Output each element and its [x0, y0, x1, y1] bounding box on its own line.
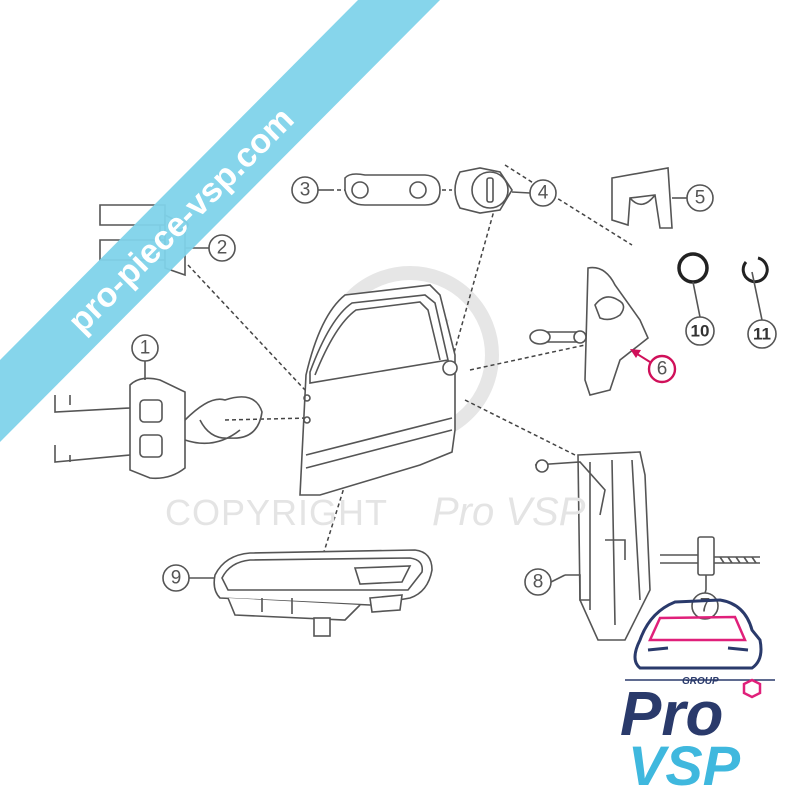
svg-text:Pro: Pro	[620, 680, 723, 749]
callout-1: 1	[131, 334, 159, 380]
svg-text:3: 3	[300, 180, 311, 201]
svg-text:VSP: VSP	[628, 734, 741, 797]
callout-5: 5	[672, 184, 714, 212]
callout-7: 7	[691, 589, 719, 620]
hexagon-nut-icon	[742, 678, 762, 699]
o-ring-part	[677, 252, 709, 284]
circlip-part	[741, 256, 769, 284]
door-check-part	[54, 377, 263, 480]
striker-bolt-part	[660, 536, 760, 590]
lock-cylinder-part	[454, 167, 513, 214]
svg-text:GROUP: GROUP	[682, 676, 719, 687]
door-panel-part	[299, 284, 458, 496]
lock-mechanism-part	[534, 451, 651, 641]
copyright-text-watermark: COPYRIGHT Pro VSP	[165, 490, 586, 534]
callout-11: 11	[747, 271, 777, 349]
svg-text:5: 5	[695, 188, 706, 209]
svg-text:COPYRIGHT: COPYRIGHT	[165, 492, 388, 533]
svg-text:2: 2	[217, 238, 228, 259]
interior-handle-part	[213, 549, 433, 637]
callout-10: 10	[685, 281, 715, 346]
callout-3: 3	[291, 176, 330, 204]
svg-text:7: 7	[700, 596, 711, 617]
callout-9: 9	[162, 564, 215, 592]
svg-text:11: 11	[753, 325, 771, 344]
svg-text:Pro VSP: Pro VSP	[432, 490, 586, 534]
svg-text:9: 9	[171, 568, 182, 589]
svg-text:pro-piece-vsp.com: pro-piece-vsp.com	[61, 100, 302, 341]
lock-plate-part	[344, 173, 441, 206]
svg-text:10: 10	[691, 322, 710, 341]
latch-bracket-part	[529, 266, 649, 396]
svg-text:8: 8	[533, 572, 544, 593]
svg-text:4: 4	[538, 183, 549, 204]
retaining-clip-part	[611, 167, 673, 229]
svg-text:6: 6	[657, 359, 668, 380]
callout-6: 6	[630, 349, 677, 384]
callout-4: 4	[511, 179, 557, 207]
pro-vsp-logo: GROUP Pro VSP	[620, 598, 775, 797]
callout-8: 8	[524, 568, 566, 596]
car-outline-icon	[633, 598, 763, 670]
svg-text:1: 1	[140, 338, 151, 359]
